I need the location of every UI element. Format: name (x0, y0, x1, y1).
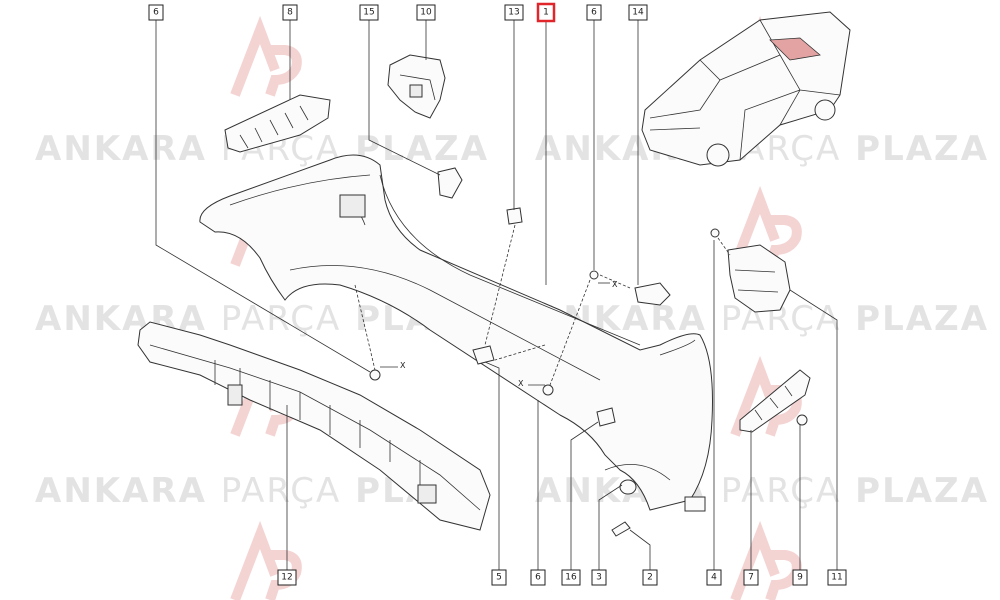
callout-13: 13 (504, 4, 524, 21)
fastener-6-bottom (542, 384, 554, 396)
clip-part-13 (506, 207, 523, 225)
assembly-lines (354, 224, 731, 386)
svg-text:7: 7 (748, 573, 754, 583)
callout-16: 16 (561, 569, 581, 586)
callout-4: 4 (706, 569, 722, 586)
x-mark-3: X (612, 280, 618, 289)
callouts: 6 8 15 10 13 1 6 14 (148, 2, 847, 586)
watermark-logo-icon (730, 185, 802, 267)
fastener-9 (796, 414, 808, 426)
callout-3: 3 (591, 569, 607, 586)
bracket-part-11 (727, 244, 791, 313)
svg-text:11: 11 (831, 573, 842, 583)
clip-part-14 (634, 282, 671, 306)
callout-15: 15 (359, 4, 379, 21)
x-mark-2: X (518, 379, 524, 388)
bracket-part-8 (224, 94, 331, 153)
svg-text:3: 3 (596, 573, 602, 583)
callout-6-top: 6 (148, 4, 164, 21)
van-illustration (641, 11, 851, 167)
svg-text:15: 15 (363, 8, 374, 18)
callout-11: 11 (827, 569, 847, 586)
fastener-4 (710, 228, 720, 238)
watermark-logo-icon (230, 520, 302, 600)
watermark-logo-icon (230, 15, 302, 97)
impact-absorber (137, 321, 491, 531)
svg-text:6: 6 (535, 573, 541, 583)
clip-part-3-pad (684, 496, 706, 512)
fastener-6-left (369, 369, 381, 381)
rear-bumper-cover (199, 154, 713, 511)
callout-6-bottom: 6 (530, 569, 546, 586)
clip-part-15 (437, 167, 463, 199)
fasteners (369, 228, 808, 537)
svg-text:2: 2 (647, 573, 653, 583)
svg-text:16: 16 (565, 573, 577, 583)
svg-text:13: 13 (508, 8, 519, 18)
callout-1-highlighted: 1 (536, 2, 556, 23)
fastener-6-top (589, 270, 599, 280)
svg-text:8: 8 (287, 8, 293, 18)
x-marks: X X X (380, 280, 618, 388)
bracket-part-10 (387, 54, 446, 119)
callout-9: 9 (792, 569, 808, 586)
svg-text:14: 14 (632, 8, 644, 18)
svg-text:5: 5 (496, 573, 502, 583)
callout-8: 8 (282, 4, 298, 21)
screw-2 (611, 521, 631, 537)
svg-text:12: 12 (281, 573, 292, 583)
callout-12: 12 (277, 569, 297, 586)
callout-2: 2 (642, 569, 658, 586)
x-mark-1: X (400, 361, 406, 370)
clip-part-5 (472, 345, 495, 365)
watermark-row-1-right: ANKARA PARÇA PLAZA (535, 129, 989, 169)
svg-text:1: 1 (543, 8, 549, 18)
callout-7: 7 (743, 569, 759, 586)
callout-5: 5 (491, 569, 507, 586)
svg-text:4: 4 (711, 573, 717, 583)
watermark-logo-icon (730, 520, 802, 600)
watermark-row-2-right: ANKARA PARÇA PLAZA (535, 299, 989, 339)
svg-text:10: 10 (420, 8, 432, 18)
bracket-part-7 (739, 369, 811, 433)
callout-6-top-second: 6 (586, 4, 602, 21)
clip-part-16 (596, 407, 616, 427)
callout-leaders (155, 20, 838, 570)
svg-text:6: 6 (153, 8, 159, 18)
svg-text:6: 6 (591, 8, 597, 18)
watermark-row-3-right: ANKARA PARÇA PLAZA (535, 471, 989, 511)
callout-14: 14 (628, 4, 648, 21)
svg-text:9: 9 (797, 573, 803, 583)
callout-10: 10 (416, 4, 436, 21)
